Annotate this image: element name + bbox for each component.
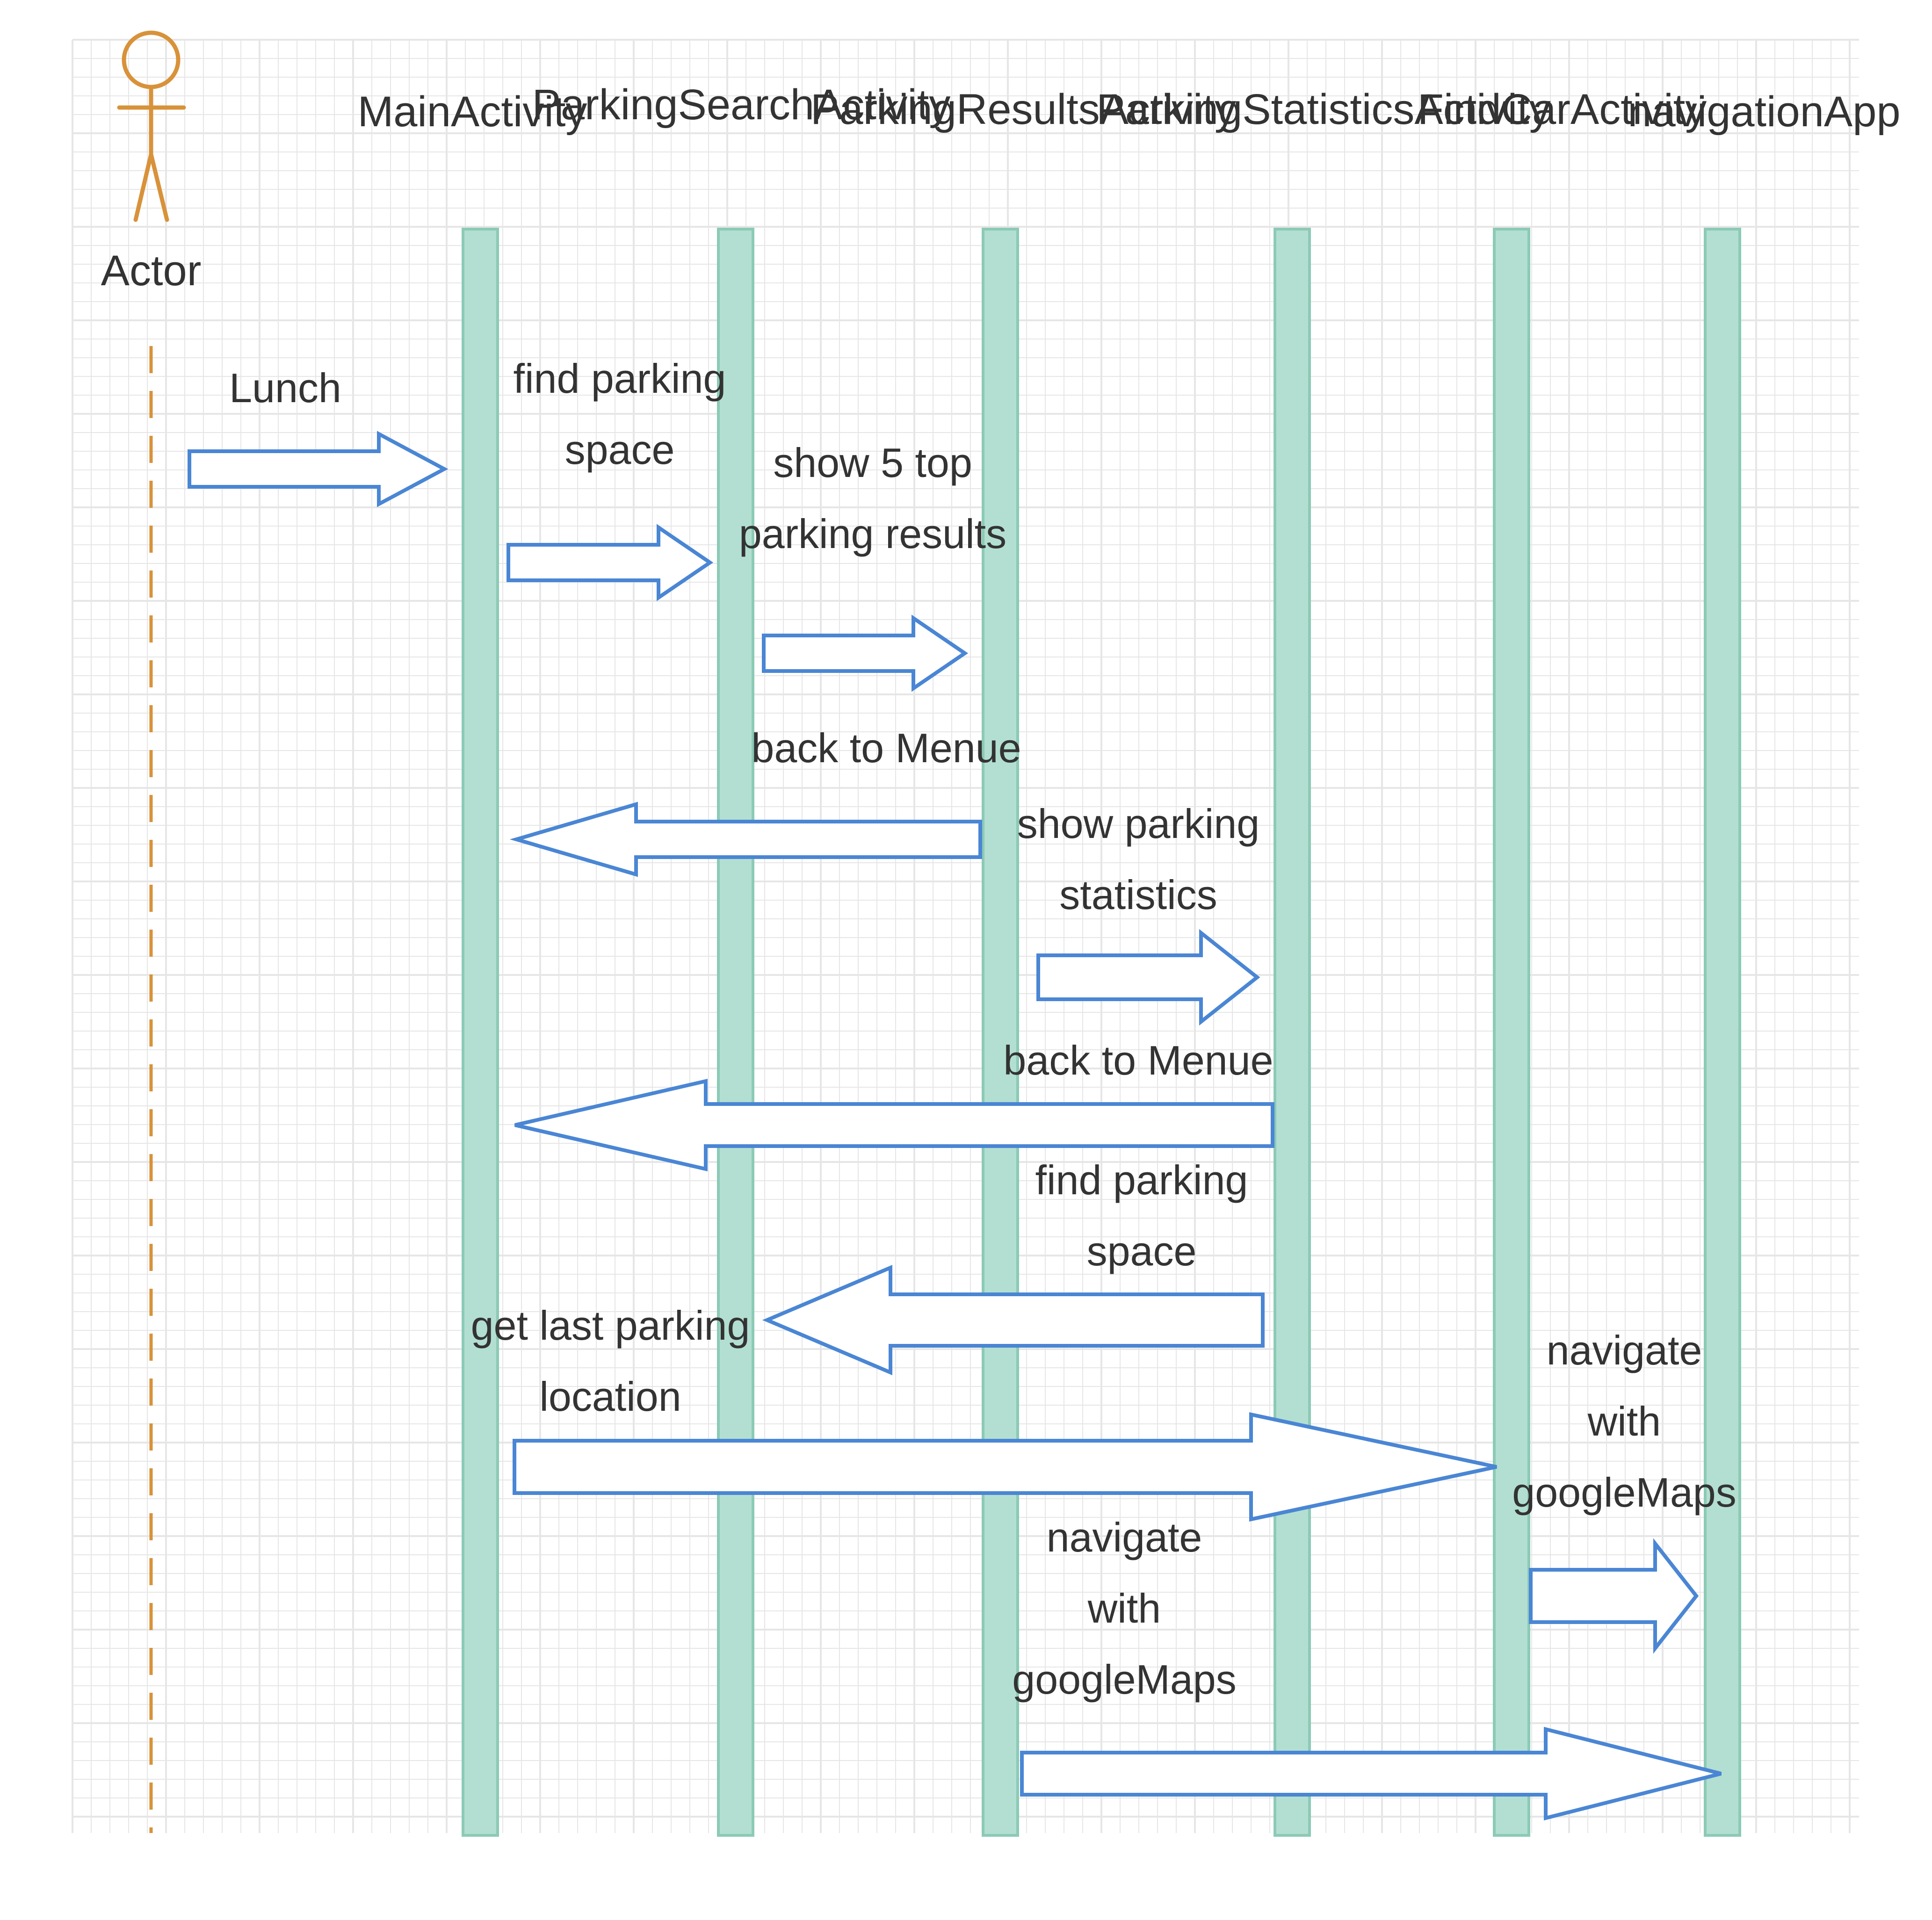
actor-label: Actor — [101, 247, 202, 295]
message-label-line: parking results — [739, 511, 1006, 557]
message-arrow — [762, 614, 969, 692]
participant-label-search: ParkingSearchActivity — [532, 81, 951, 129]
actor-left-leg — [133, 152, 153, 222]
message-label-line: show parking — [1017, 801, 1260, 847]
message-label-line: navigate — [1547, 1327, 1702, 1373]
message-label-line: with — [1087, 1585, 1161, 1631]
message-label-line: location — [539, 1373, 681, 1420]
message-label-line: show 5 top — [773, 440, 972, 486]
message-label-line: back to Menue — [1003, 1037, 1273, 1083]
message-label-line: find parking — [1035, 1157, 1248, 1203]
lifeline-search — [717, 228, 754, 1837]
message-label-line: find parking — [514, 355, 726, 402]
message-label-line: space — [1087, 1228, 1197, 1274]
message-9-findcar-to-nav: navigate with googleMaps — [1512, 1327, 1737, 1654]
message-arrow — [1020, 1726, 1722, 1821]
participants: MainActivityParkingSearchActivityParking… — [358, 81, 1901, 136]
lifeline-results — [982, 228, 1019, 1837]
message-label-line: with — [1587, 1398, 1661, 1444]
message-arrow — [514, 1078, 1274, 1172]
message-label-line: get last parking — [471, 1302, 750, 1349]
message-arrow — [513, 1412, 1497, 1522]
message-1-actor-to-main: Lunch — [188, 365, 449, 507]
message-arrow — [509, 801, 982, 877]
lifeline-nav — [1704, 228, 1741, 1837]
actor: Actor — [101, 30, 202, 1833]
participant-label-results: ParkingResultsActivity — [810, 86, 1236, 133]
message-7-stats-to-search: find parking space — [762, 1157, 1265, 1376]
message-arrow — [762, 1264, 1265, 1376]
message-5-results-to-stats: show parking statistics — [1017, 801, 1260, 1026]
message-6-stats-to-main: back to Menue — [514, 1037, 1274, 1172]
lifeline-findcar — [1493, 228, 1530, 1837]
participant-label-stats: ParkingStatisticsActivity — [1096, 86, 1550, 133]
message-8-main-to-findcar: get last parking location — [471, 1302, 1497, 1522]
background-grid — [72, 39, 1859, 1833]
message-label-line: back to Menue — [751, 725, 1021, 771]
message-label-line: space — [565, 426, 675, 473]
message-label-line: navigate — [1047, 1514, 1202, 1560]
message-10-results-to-nav: navigate with googleMaps — [1012, 1514, 1722, 1821]
lifelines — [462, 228, 1741, 1837]
message-arrow — [188, 431, 449, 507]
message-label-line: googleMaps — [1512, 1469, 1736, 1516]
messages: Lunch find parking space show 5 top parking … — [188, 355, 1737, 1821]
message-label-line: Lunch — [229, 365, 341, 411]
participant-label-findcar: FindCarActivity — [1418, 86, 1707, 133]
lifeline-main — [462, 228, 499, 1837]
message-4-results-to-main: back to Menue — [509, 725, 1021, 877]
message-label-line: googleMaps — [1012, 1656, 1236, 1703]
message-2-main-to-search: find parking space — [507, 355, 726, 601]
message-label-line: statistics — [1059, 872, 1217, 918]
participant-label-main: MainActivity — [358, 88, 587, 136]
stick-figure-icon — [117, 30, 186, 222]
actor-head — [122, 30, 181, 89]
actor-right-leg — [149, 152, 169, 222]
lifeline-stats — [1274, 228, 1311, 1837]
message-3-search-to-results: show 5 top parking results — [739, 440, 1006, 692]
message-arrow — [1036, 929, 1260, 1026]
participant-label-nav: navigationApp — [1628, 88, 1900, 136]
message-arrow — [1529, 1538, 1699, 1654]
message-arrow — [507, 524, 714, 601]
